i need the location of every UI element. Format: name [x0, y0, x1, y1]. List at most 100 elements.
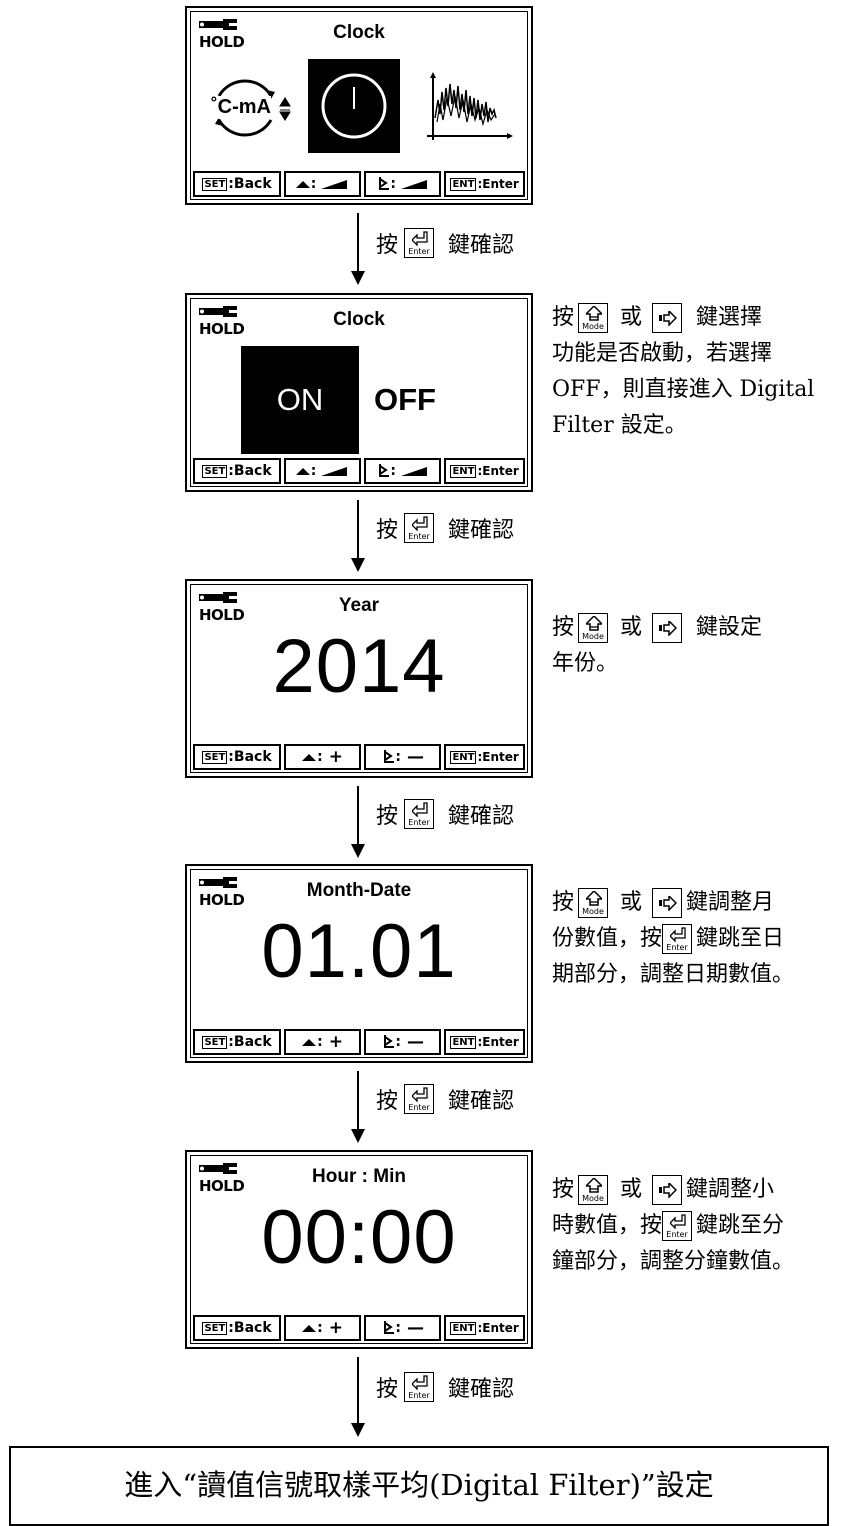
confirm-step: 按 Enter 鍵確認 [376, 1083, 514, 1115]
enter-softkey[interactable]: ENT:Enter [444, 171, 525, 197]
softkey-bar: SET:Back :+ :— ENT:Enter [193, 1029, 525, 1055]
eject-icon [302, 1324, 317, 1332]
back-softkey[interactable]: SET:Back [193, 171, 282, 197]
temperature-ma-icon: ˚C-mA [209, 74, 291, 144]
confirm-step: 按 Enter 鍵確認 [376, 512, 514, 544]
enter-softkey[interactable]: ENT:Enter [444, 458, 525, 484]
flow-arrow [351, 786, 365, 858]
screen-title: Month-Date [306, 880, 412, 901]
mode-key-icon: Mode [578, 303, 609, 333]
enter-key-icon: Enter [404, 228, 435, 258]
enter-softkey[interactable]: ENT:Enter [444, 1315, 525, 1341]
mode-key-icon: Mode [578, 888, 609, 918]
ramp-down-icon [401, 467, 427, 476]
right-key-icon [652, 1175, 683, 1205]
plus-icon: + [328, 747, 344, 767]
confirm-step: 按 Enter 鍵確認 [376, 227, 514, 259]
plus-softkey[interactable]: :+ [284, 1029, 362, 1055]
enter-softkey[interactable]: ENT:Enter [444, 744, 525, 770]
plus-icon: + [328, 1032, 344, 1052]
ramp-down-icon [401, 180, 427, 189]
enter-softkey[interactable]: ENT:Enter [444, 1029, 525, 1055]
clock-icon [321, 73, 387, 139]
down-step-icon [384, 1321, 395, 1334]
confirm-step: 按 Enter 鍵確認 [376, 798, 514, 830]
option-off[interactable]: OFF [374, 382, 436, 417]
softkey-bar: SET:Back :+ :— ENT:Enter [193, 1315, 525, 1341]
minus-icon: — [407, 747, 424, 767]
down-softkey[interactable]: : [364, 171, 442, 197]
year-value: 2014 [272, 624, 446, 709]
month-date-value: 01.01 [261, 909, 457, 994]
right-key-icon [652, 888, 683, 918]
right-key-icon [652, 613, 683, 643]
screen-title: Hour : Min [312, 1166, 406, 1187]
screen-title: Year [338, 595, 380, 616]
back-softkey[interactable]: SET:Back [193, 1315, 282, 1341]
hold-indicator: HOLD [199, 589, 245, 624]
back-softkey[interactable]: SET:Back [193, 744, 282, 770]
option-on-selected[interactable]: ON [241, 346, 359, 454]
softkey-bar: SET:Back : : ENT:Enter [193, 458, 525, 484]
screen-title: Clock [333, 309, 385, 330]
down-step-icon [384, 1035, 395, 1048]
lcd-screen-hour-min: HOLD Hour : Min 00:00 SET:Back :+ :— ENT… [185, 1150, 533, 1349]
down-softkey[interactable]: : [364, 458, 442, 484]
enter-key-icon: Enter [404, 1372, 435, 1402]
flow-arrow [351, 1357, 365, 1437]
mode-key-icon: Mode [578, 613, 609, 643]
enter-key-icon: Enter [662, 924, 693, 954]
minus-softkey[interactable]: :— [364, 1315, 442, 1341]
flow-arrow [351, 500, 365, 572]
softkey-bar: SET:Back : : ENT:Enter [193, 171, 525, 197]
enter-key-icon: Enter [662, 1211, 693, 1241]
down-step-icon [384, 750, 395, 763]
enter-key-icon: Enter [404, 1084, 435, 1114]
up-softkey[interactable]: : [284, 171, 362, 197]
lcd-screen-year: HOLD Year 2014 SET:Back :+ :— ENT:Enter [185, 579, 533, 778]
next-step-box: 進入“讀值信號取樣平均(Digital Filter)”設定 [9, 1446, 829, 1526]
hold-indicator: HOLD [199, 1160, 245, 1195]
enter-key-icon: Enter [404, 513, 435, 543]
hold-label: HOLD [199, 33, 245, 51]
down-step-icon [379, 177, 390, 190]
right-key-icon [652, 303, 683, 333]
minus-softkey[interactable]: :— [364, 1029, 442, 1055]
enter-key-icon: Enter [404, 799, 435, 829]
minus-icon: — [407, 1318, 424, 1338]
lcd-screen-clock: HOLD Clock ˚C-mA [185, 6, 533, 205]
back-softkey[interactable]: SET:Back [193, 1029, 282, 1055]
ramp-up-icon [321, 180, 348, 189]
flow-arrow [351, 213, 365, 285]
unit-label: ˚C-mA [211, 96, 271, 119]
confirm-step: 按 Enter 鍵確認 [376, 1371, 514, 1403]
eject-icon [302, 1038, 317, 1046]
minus-icon: — [407, 1032, 424, 1052]
eject-icon [295, 180, 310, 188]
plus-softkey[interactable]: :+ [284, 744, 362, 770]
lcd-screen-clock-onoff: HOLD Clock ON OFF SET:Back : : ENT:Enter [185, 293, 533, 492]
eject-icon [302, 753, 317, 761]
plus-softkey[interactable]: :+ [284, 1315, 362, 1341]
minus-softkey[interactable]: :— [364, 744, 442, 770]
waveform-chart-icon [423, 70, 515, 145]
mode-key-icon: Mode [578, 1175, 609, 1205]
lcd-screen-month-date: HOLD Month-Date 01.01 SET:Back :+ :— ENT… [185, 864, 533, 1063]
ramp-up-icon [321, 467, 348, 476]
hold-indicator: HOLD [199, 874, 245, 909]
softkey-bar: SET:Back :+ :— ENT:Enter [193, 744, 525, 770]
hold-indicator: HOLD [199, 303, 245, 338]
plus-icon: + [328, 1318, 344, 1338]
hour-min-value: 00:00 [261, 1195, 457, 1280]
screen-title: Clock [333, 22, 385, 43]
down-step-icon [379, 464, 390, 477]
flow-arrow [351, 1071, 365, 1143]
hold-indicator: HOLD [199, 16, 245, 51]
up-softkey[interactable]: : [284, 458, 362, 484]
back-softkey[interactable]: SET:Back [193, 458, 282, 484]
clock-icon-selected [308, 59, 400, 153]
